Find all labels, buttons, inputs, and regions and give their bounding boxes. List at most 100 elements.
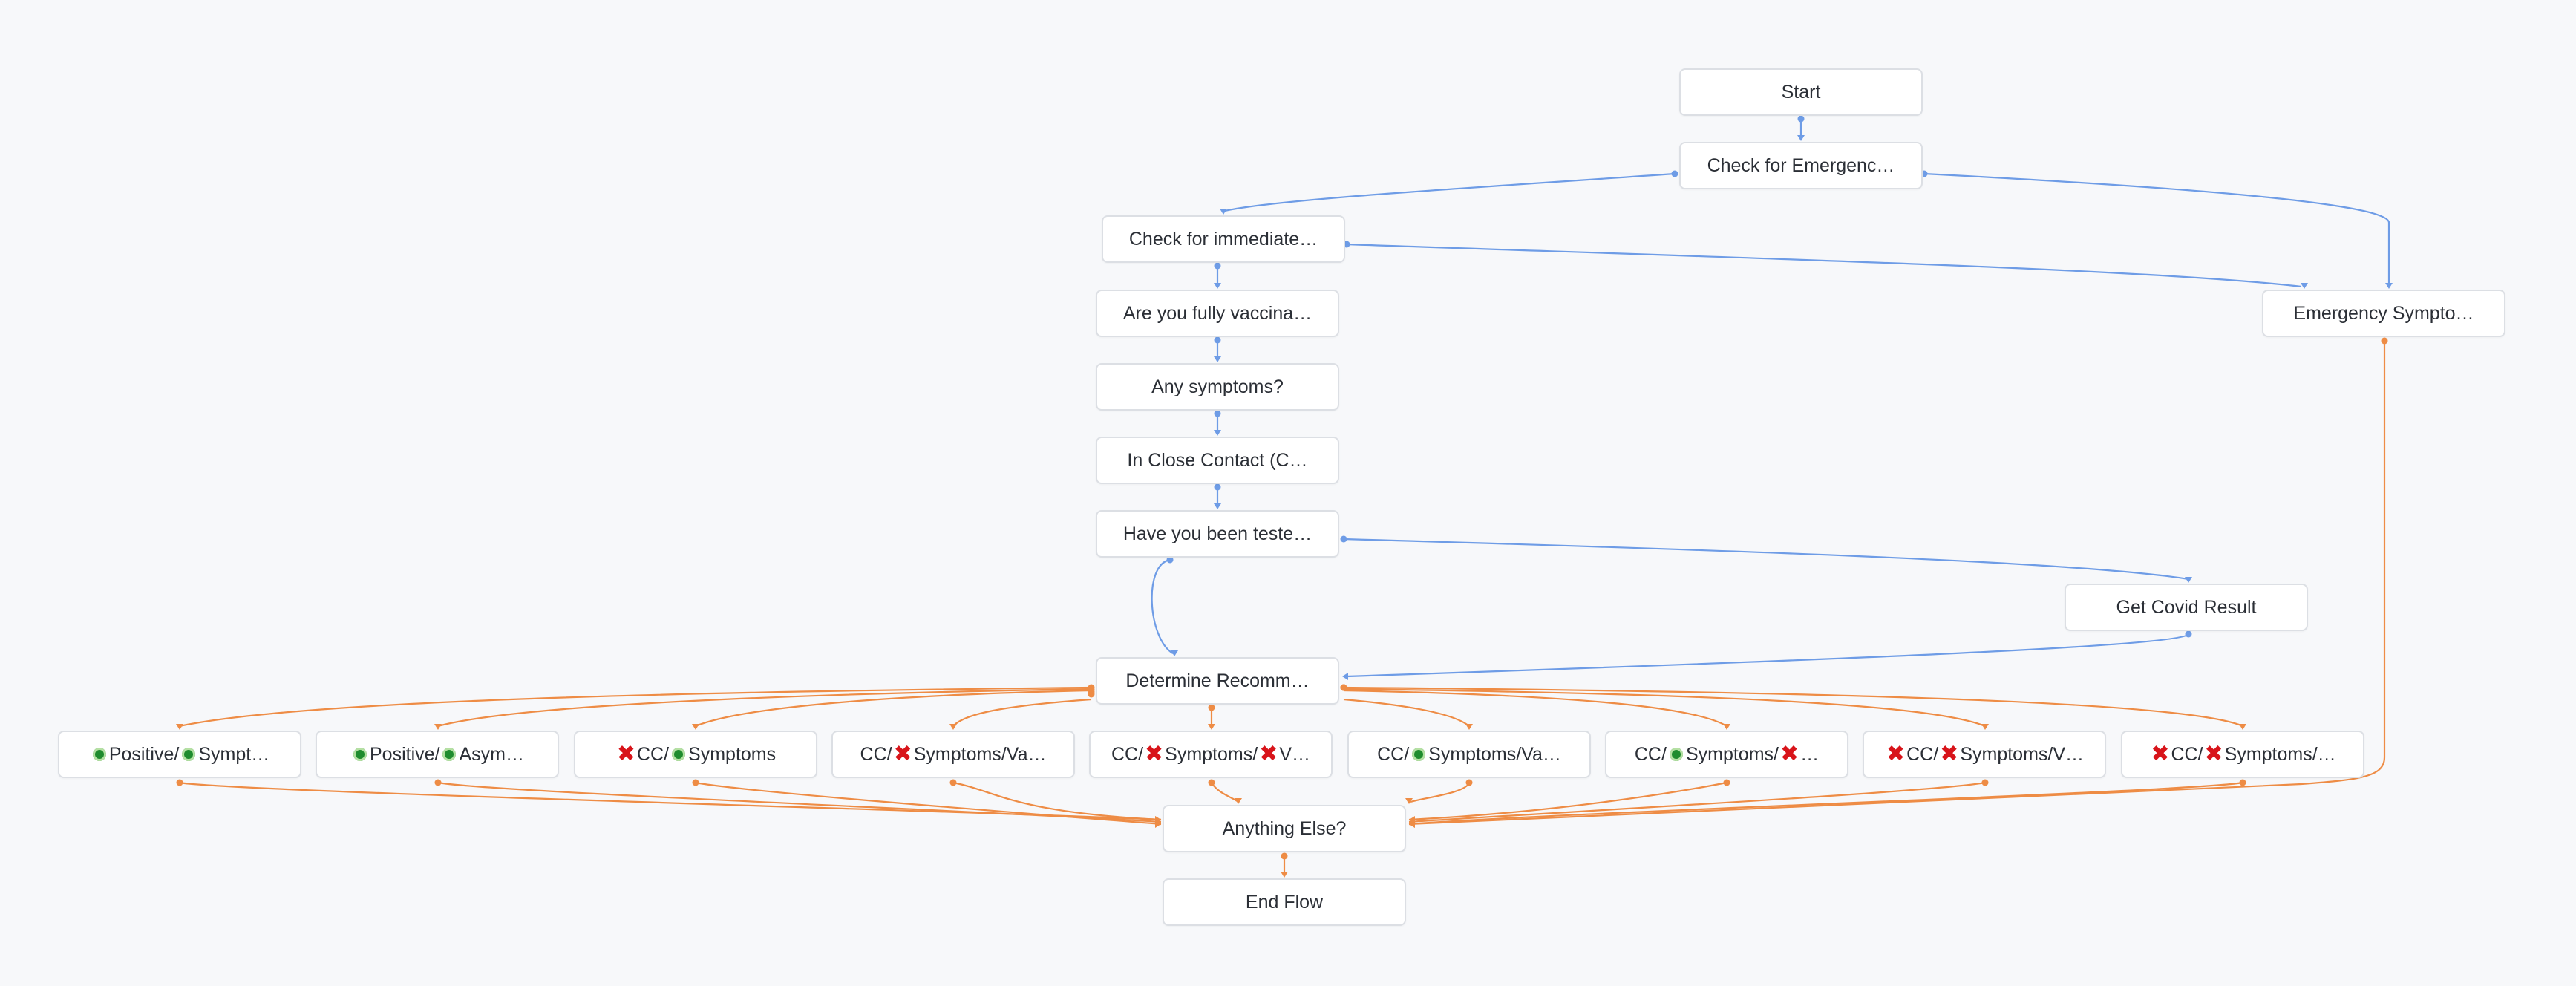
arrow-head <box>2301 283 2308 289</box>
node-outcome-7[interactable]: CC/Symptoms/✖ … <box>1605 731 1848 778</box>
arrow-head <box>2185 577 2192 583</box>
arrow-head <box>1214 430 1221 436</box>
arrow-head <box>1409 818 1415 826</box>
green-check-icon <box>1412 748 1426 761</box>
connector-port <box>1671 170 1678 177</box>
connector-port <box>1340 535 1347 543</box>
arrow-head <box>1723 724 1730 730</box>
connector <box>695 689 1092 728</box>
node-label: Get Covid Result <box>2116 596 2257 618</box>
connector-port <box>1214 262 1221 270</box>
connector <box>952 698 1092 727</box>
node-label: CC/✖Symptoms/Va… <box>860 742 1047 766</box>
node-outcome-3[interactable]: ✖CC/Symptoms <box>574 731 817 778</box>
connector-port <box>176 779 183 786</box>
arrow-head <box>1214 356 1221 362</box>
connector <box>952 781 1162 821</box>
node-emergency-symptoms[interactable]: Emergency Sympto… <box>2262 290 2505 337</box>
arrow-head <box>1171 650 1178 656</box>
node-outcome-6[interactable]: CC/Symptoms/Va… <box>1347 731 1591 778</box>
node-label: ✖CC/Symptoms <box>616 742 777 766</box>
red-x-icon: ✖ <box>616 742 635 766</box>
connector-port <box>1088 684 1095 691</box>
arrow-head <box>1214 503 1221 509</box>
node-label: Anything Else? <box>1222 817 1347 839</box>
connector-port <box>2381 337 2388 345</box>
arrow-head <box>2385 283 2393 289</box>
node-close-contact[interactable]: In Close Contact (C… <box>1096 437 1339 484</box>
node-outcome-9[interactable]: ✖CC/✖Symptoms/… <box>2121 731 2364 778</box>
connector-port <box>1340 684 1347 691</box>
connector <box>1408 781 1727 821</box>
node-been-tested[interactable]: Have you been teste… <box>1096 510 1339 558</box>
connector <box>179 781 1162 821</box>
connector-port <box>2185 630 2192 638</box>
node-outcome-2[interactable]: Positive/ Asym… <box>316 731 559 778</box>
arrow-head <box>1220 209 1227 215</box>
green-check-icon <box>1669 748 1683 761</box>
green-check-icon <box>442 748 457 761</box>
arrow-head <box>1155 818 1161 826</box>
node-label: CC/Symptoms/Va… <box>1377 743 1561 765</box>
arrow-head <box>1465 724 1473 730</box>
node-label: ✖CC/✖Symptoms/… <box>2151 742 2336 766</box>
green-check-icon <box>92 748 106 761</box>
connector-port <box>1797 115 1805 123</box>
node-start[interactable]: Start <box>1679 68 1923 116</box>
connector-port <box>692 779 699 786</box>
red-x-icon: ✖ <box>893 742 912 766</box>
node-label: ✖CC/✖Symptoms/V… <box>1886 742 2085 766</box>
node-outcome-5[interactable]: CC/✖Symptoms/✖V… <box>1089 731 1333 778</box>
node-label: Positive/ Sympt… <box>90 744 269 765</box>
connector-port <box>1214 410 1221 417</box>
connector-port <box>1465 779 1473 786</box>
connector <box>1346 633 2189 678</box>
connector-port <box>949 779 957 786</box>
node-label: Determine Recomm… <box>1125 670 1310 691</box>
node-label: In Close Contact (C… <box>1127 449 1308 471</box>
connector-port <box>2239 779 2246 786</box>
red-x-icon: ✖ <box>1145 742 1164 766</box>
node-get-covid-result[interactable]: Get Covid Result <box>2065 584 2308 631</box>
connector <box>1343 698 1470 727</box>
arrow-head <box>1981 724 1989 730</box>
connector <box>1408 781 1986 823</box>
connector <box>1343 686 2243 728</box>
arrow-head <box>1281 872 1288 878</box>
node-label: Are you fully vaccina… <box>1122 302 1312 324</box>
connector <box>1408 781 2243 826</box>
connector <box>1151 558 1174 654</box>
arrow-head <box>692 724 699 730</box>
node-any-symptoms[interactable]: Any symptoms? <box>1096 363 1339 411</box>
node-check-immediate[interactable]: Check for immediate… <box>1102 215 1345 263</box>
arrow-head <box>2239 724 2246 730</box>
arrow-head <box>1342 673 1348 680</box>
node-label: Have you been teste… <box>1122 523 1312 544</box>
arrow-head <box>1155 816 1161 823</box>
node-outcome-8[interactable]: ✖CC/✖Symptoms/V… <box>1863 731 2106 778</box>
arrow-head <box>1155 820 1161 828</box>
arrow-head <box>1235 798 1242 804</box>
node-fully-vaccinated[interactable]: Are you fully vaccina… <box>1096 290 1339 337</box>
arrow-head <box>1409 816 1415 823</box>
red-x-icon: ✖ <box>1886 742 1906 766</box>
node-outcome-1[interactable]: Positive/ Sympt… <box>58 731 301 778</box>
arrow-head <box>1214 283 1221 289</box>
node-check-emergency[interactable]: Check for Emergenc… <box>1679 142 1923 189</box>
red-x-icon: ✖ <box>2151 742 2170 766</box>
connector-port <box>1723 779 1730 786</box>
node-label: CC/✖Symptoms/✖V… <box>1111 742 1311 766</box>
node-label: Any symptoms? <box>1151 376 1284 397</box>
connector-port <box>1340 684 1347 691</box>
arrow-head <box>1405 798 1413 804</box>
arrow-head <box>949 724 957 730</box>
connector-port <box>1214 336 1221 344</box>
node-determine-recommendation[interactable]: Determine Recomm… <box>1096 657 1339 705</box>
node-end-flow[interactable]: End Flow <box>1163 878 1406 926</box>
node-label: Positive/ Asym… <box>350 744 524 765</box>
node-anything-else[interactable]: Anything Else? <box>1163 805 1406 852</box>
connector-port <box>1214 483 1221 491</box>
arrow-head <box>1155 816 1161 823</box>
connector-port <box>1088 690 1095 698</box>
node-outcome-4[interactable]: CC/✖Symptoms/Va… <box>831 731 1075 778</box>
